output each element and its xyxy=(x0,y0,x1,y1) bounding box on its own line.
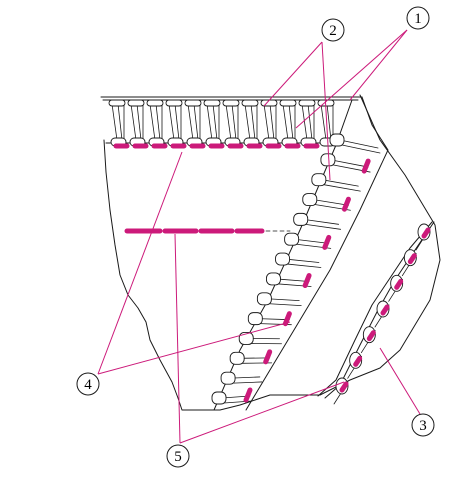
stitch-row-binding xyxy=(243,158,371,403)
binding-stitch xyxy=(243,387,253,403)
binding-loop xyxy=(238,332,254,345)
tuck-stitch xyxy=(394,278,404,290)
binding-loop xyxy=(275,252,290,266)
leader-lines xyxy=(97,29,421,444)
waistband-rib xyxy=(263,103,277,141)
stitch-row-tuck xyxy=(339,227,431,393)
binding-loop xyxy=(284,232,300,246)
tuck-stitch xyxy=(407,253,417,265)
callout-5-label: 5 xyxy=(174,449,182,465)
tuck-stitch xyxy=(339,381,349,393)
waistband-loop xyxy=(203,99,221,107)
binding-rib xyxy=(339,139,381,154)
binding-ribs xyxy=(221,139,381,404)
waistband-rib xyxy=(244,103,258,141)
waistband-ribs xyxy=(111,103,334,141)
waistband-loop xyxy=(279,99,297,107)
waistband-loop xyxy=(108,99,126,107)
waistband-loop xyxy=(298,99,316,107)
waistband-rib xyxy=(301,103,315,141)
binding-rib xyxy=(248,338,282,345)
binding-rib xyxy=(230,376,263,384)
waistband-rib xyxy=(225,103,239,141)
binding-stitch xyxy=(263,349,273,365)
waistband-loop xyxy=(127,99,145,107)
binding-loop xyxy=(220,371,236,385)
tuck-stitch xyxy=(421,227,431,239)
callout-3: 3 xyxy=(411,413,435,437)
binding-stitch xyxy=(341,196,351,212)
waistband-rib xyxy=(168,103,182,141)
callout-3-label: 3 xyxy=(419,418,427,434)
waistband-loop xyxy=(146,99,164,107)
binding-loop xyxy=(311,173,327,187)
waistband-loop xyxy=(222,99,240,107)
tuck-stitch xyxy=(380,304,390,316)
binding-stitch xyxy=(361,158,371,174)
waistband-rib xyxy=(206,103,220,141)
waistband-rib xyxy=(149,103,163,141)
tuck-stitch xyxy=(366,330,376,342)
binding-right-edge xyxy=(245,96,389,411)
binding-loops xyxy=(211,133,345,405)
binding-loop xyxy=(229,351,245,365)
tuck-outer-left xyxy=(317,221,433,397)
binding-loop xyxy=(293,212,309,226)
binding-loop xyxy=(247,312,263,326)
binding-rib xyxy=(321,179,361,192)
binding-loop xyxy=(302,193,318,206)
waistband-rib xyxy=(130,103,144,141)
fabric-panel xyxy=(103,94,441,411)
binding-rib xyxy=(285,258,322,268)
binding-rib xyxy=(303,218,342,230)
callout-1: 1 xyxy=(406,6,430,30)
callout-2-label: 2 xyxy=(329,23,337,39)
waistband-loop xyxy=(241,99,259,107)
callout-1-label: 1 xyxy=(414,11,422,27)
waistband-loop xyxy=(184,99,202,107)
binding-loop xyxy=(256,292,272,306)
binding-loop xyxy=(320,153,336,167)
binding-stitch xyxy=(302,273,312,289)
binding-stitch xyxy=(322,234,332,250)
waistband-loop xyxy=(165,99,183,107)
waistband-rib xyxy=(282,103,296,141)
binding-rib xyxy=(266,298,302,307)
callout-4-label: 4 xyxy=(84,377,92,393)
binding-loop xyxy=(211,391,227,405)
callout-5: 5 xyxy=(166,444,190,468)
waistband-rib xyxy=(111,103,125,141)
binding-stitch xyxy=(282,311,292,327)
binding-loop xyxy=(266,272,281,286)
callout-2: 2 xyxy=(321,18,345,42)
callout-4: 4 xyxy=(76,372,100,396)
tuck-stitch xyxy=(353,355,363,367)
waistband-rib xyxy=(187,103,201,141)
binding-loop xyxy=(329,133,345,147)
